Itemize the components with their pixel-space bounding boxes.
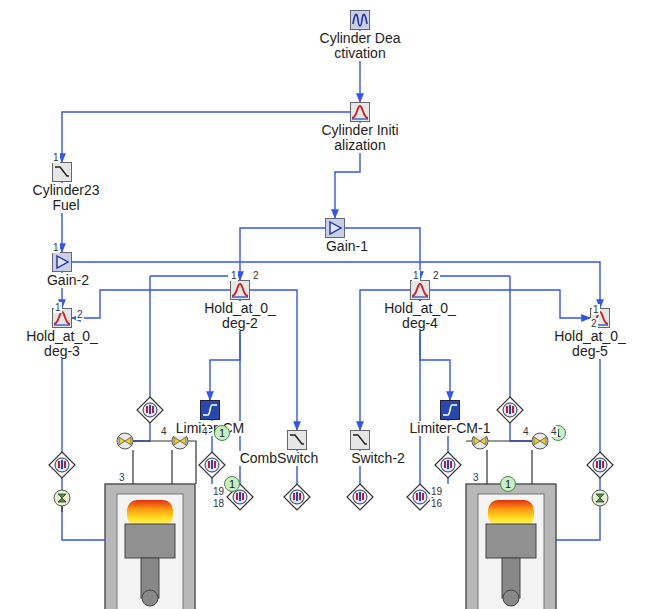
port-number: 2	[252, 270, 260, 281]
template-label: CombSwitch	[238, 451, 320, 466]
port-number: 1	[230, 270, 238, 281]
port-number: 1	[52, 152, 60, 163]
count-number: 1	[214, 425, 230, 441]
template-icon: Gain-2	[52, 252, 72, 272]
signal-connector	[240, 228, 325, 280]
port-number: 2	[76, 309, 84, 320]
template-icon: Limiter-CM	[200, 400, 220, 420]
port-number: 3	[472, 472, 480, 483]
template-label: Hold_at_0_deg-3	[23, 329, 101, 359]
icon-shape	[350, 430, 370, 450]
port-number: 18	[212, 498, 225, 509]
template-label: Gain-2	[42, 273, 94, 288]
template-icon: Hold_at_0_deg-4	[410, 280, 430, 300]
icon-shape	[52, 162, 72, 182]
port-count-circle: 1	[214, 425, 230, 441]
template-label: Cylinder Deactivation	[316, 31, 404, 61]
port-number: 2	[432, 270, 440, 281]
icon-shape	[230, 280, 250, 300]
sensor-actuator	[49, 397, 613, 510]
port-number: 1	[54, 302, 62, 313]
port-count-circle: 1	[500, 476, 516, 492]
template-icon: Cylinder23 Fuel	[52, 162, 72, 182]
engine-cylinder	[105, 484, 195, 609]
count-number: 1	[500, 476, 516, 492]
engine-cylinder	[466, 484, 556, 609]
template-icon: Cylinder Deactivation	[350, 10, 370, 30]
template-label: Hold_at_0_deg-4	[381, 301, 459, 331]
icon-shape	[325, 218, 345, 238]
port-wire	[62, 441, 532, 512]
port-number: 4	[522, 426, 530, 437]
template-label: Gain-1	[318, 239, 376, 254]
template-label: Switch-2	[346, 451, 410, 466]
template-icon: Limiter-CM-1	[440, 400, 460, 420]
icon-shape	[350, 10, 370, 30]
port-number: 19	[430, 486, 443, 497]
injector-symbol	[54, 490, 608, 506]
port-number: 3	[118, 472, 126, 483]
template-label: Limiter-CM	[169, 421, 251, 436]
port-number: 1	[412, 270, 420, 281]
signal-connector	[72, 262, 600, 308]
signal-connector	[62, 112, 350, 162]
port-number: 1	[592, 304, 600, 315]
icon-shape	[410, 280, 430, 300]
template-label: Cylinder Initialization	[319, 123, 401, 153]
template-label: Hold_at_0_deg-5	[551, 329, 629, 359]
signal-connector	[345, 228, 420, 280]
template-icon: Gain-1	[325, 218, 345, 238]
port-number: 1	[52, 242, 60, 253]
template-label: Cylinder23 Fuel	[27, 183, 105, 213]
signal-wire	[62, 276, 600, 540]
port-number: 4	[160, 426, 168, 437]
port-number: 4	[550, 426, 558, 437]
port-number: 16	[430, 498, 443, 509]
icon-shape	[440, 400, 460, 420]
port-count-circle: 1	[224, 476, 240, 492]
port-number: 19	[212, 486, 225, 497]
template-icon: Switch-2	[350, 430, 370, 450]
icon-shape	[200, 400, 220, 420]
port-number: 2	[590, 318, 598, 329]
template-icon: Hold_at_0_deg-2	[230, 280, 250, 300]
template-icon: CombSwitch	[287, 430, 307, 450]
count-number: 1	[224, 476, 240, 492]
template-label: Limiter-CM-1	[404, 421, 496, 436]
template-label: Hold_at_0_deg-2	[201, 301, 279, 331]
icon-shape	[350, 102, 370, 122]
template-icon: Cylinder Initialization	[350, 102, 370, 122]
port-number: 4	[201, 426, 209, 437]
icon-shape	[287, 430, 307, 450]
icon-shape	[52, 252, 72, 272]
